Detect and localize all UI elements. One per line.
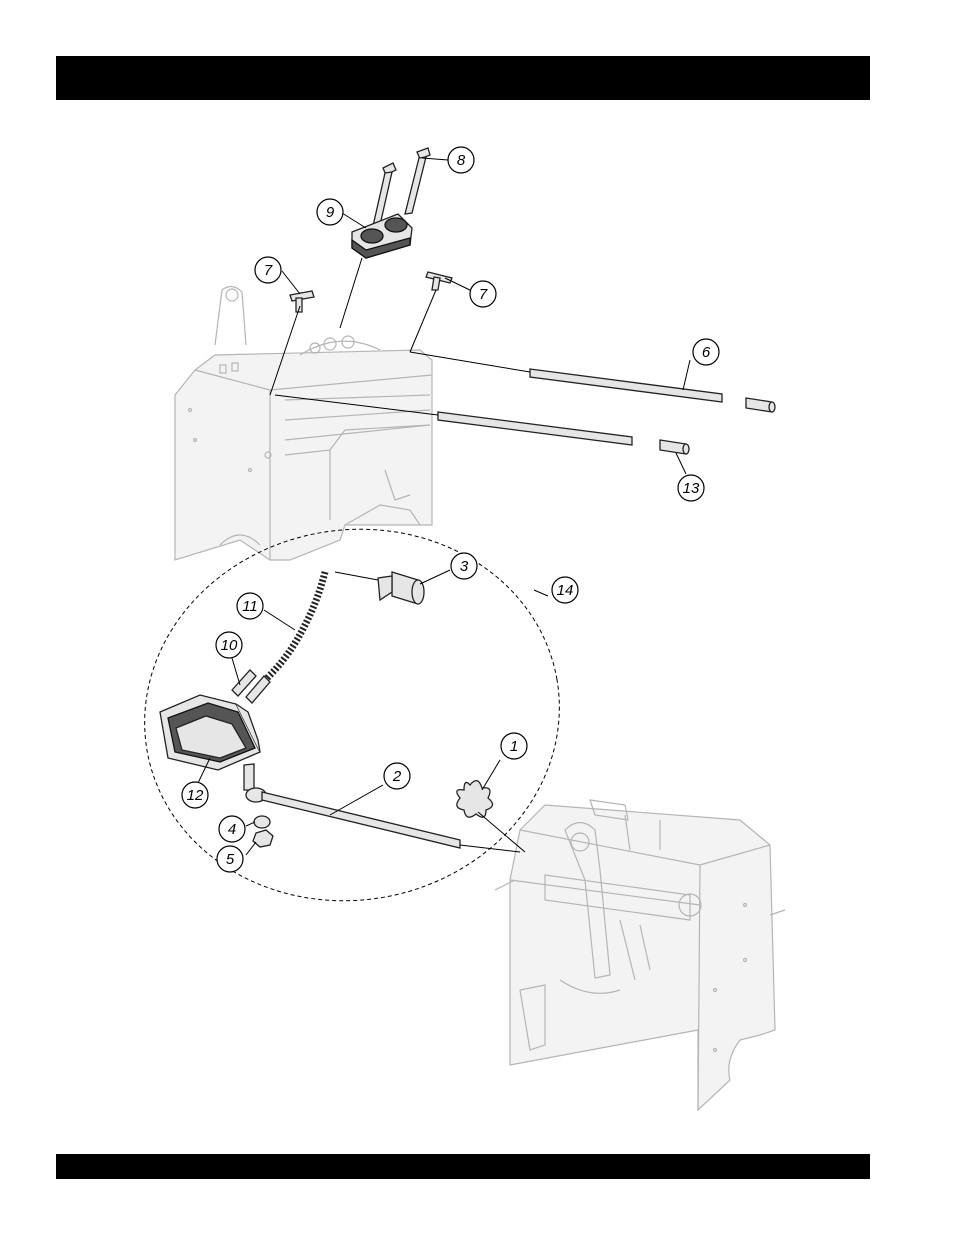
callout-4: 4 [219, 816, 245, 842]
svg-text:8: 8 [457, 152, 466, 169]
svg-text:4: 4 [228, 821, 236, 838]
svg-text:6: 6 [702, 344, 711, 361]
work-light-part [160, 695, 260, 790]
callout-1: 1 [501, 733, 527, 759]
star-knob-part [457, 781, 493, 818]
callout-9: 9 [317, 199, 343, 225]
svg-text:7: 7 [479, 286, 488, 303]
clamp-bolts-part [373, 148, 430, 226]
wire-connectors-part [232, 670, 270, 703]
callout-8: 8 [448, 147, 474, 173]
callout-7-right: 7 [470, 281, 496, 307]
callout-12: 12 [182, 782, 208, 808]
clamp-block-part [352, 214, 412, 258]
footer-band [56, 1154, 870, 1179]
svg-text:10: 10 [221, 637, 238, 654]
svg-text:14: 14 [557, 582, 574, 599]
t-pin-left-part [290, 291, 314, 312]
svg-text:1: 1 [510, 738, 518, 755]
svg-text:7: 7 [264, 262, 273, 279]
t-pin-right-part [426, 272, 452, 290]
nut-part [253, 830, 273, 847]
mounting-bar-part [246, 788, 460, 848]
rod-lower-part [438, 412, 689, 454]
lower-frame-ghost [495, 800, 785, 1110]
callout-13: 13 [678, 475, 704, 501]
rod-upper-part [530, 369, 775, 412]
svg-text:2: 2 [392, 768, 402, 785]
callout-5: 5 [217, 846, 243, 872]
callout-10: 10 [216, 632, 242, 658]
svg-text:3: 3 [460, 558, 469, 575]
svg-text:11: 11 [242, 598, 258, 615]
callout-7-left: 7 [255, 257, 281, 283]
callout-11: 11 [237, 593, 263, 619]
callout-3: 3 [451, 553, 477, 579]
svg-text:9: 9 [326, 204, 335, 221]
callout-14: 14 [552, 577, 578, 603]
svg-text:12: 12 [187, 787, 204, 804]
svg-text:5: 5 [226, 851, 235, 868]
svg-text:13: 13 [683, 480, 700, 497]
washer-part [254, 816, 270, 828]
upper-frame-ghost [175, 286, 432, 560]
callout-6: 6 [693, 339, 719, 365]
plug-connector-part [335, 572, 424, 604]
callout-2: 2 [384, 763, 410, 789]
